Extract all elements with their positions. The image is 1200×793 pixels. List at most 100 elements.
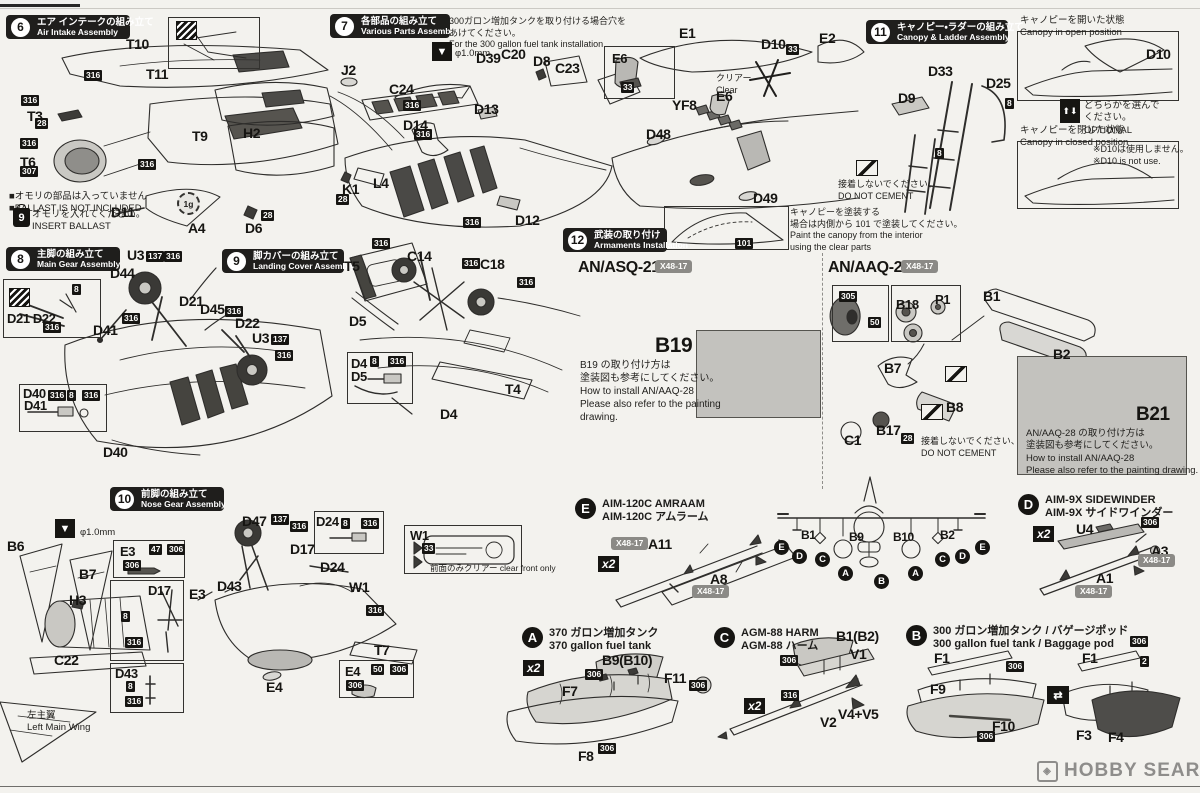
part-label: D40 xyxy=(103,444,128,460)
paint-code-badge: X48-17 xyxy=(692,585,730,598)
part-label: D45 xyxy=(200,301,225,317)
section-number: 9 xyxy=(225,249,248,273)
inset-box xyxy=(891,285,961,342)
color-number-badge: 316 xyxy=(403,100,422,111)
note-line: Paint the canopy from the interior xyxy=(790,230,923,241)
inset-box xyxy=(168,17,260,69)
art-main-gear xyxy=(14,267,333,456)
part-label: T7 xyxy=(374,642,390,658)
section-title-ja: 主脚の組み立て xyxy=(37,248,104,260)
part-label: J2 xyxy=(341,62,356,78)
note-line: ■BALLAST IS NOT INCLUDED xyxy=(9,203,142,215)
section-title-ja: 武装の取り付け xyxy=(594,229,661,241)
part-label: W1 xyxy=(349,579,370,595)
weapon-title: AIM-9X SIDEWINDER xyxy=(1045,494,1156,506)
section-title-en: Landing Cover Assembly xyxy=(253,260,355,271)
note-line: ください。 xyxy=(1084,112,1132,124)
section-number: 12 xyxy=(566,228,589,252)
ballast-weight-marker: 1g xyxy=(177,192,200,215)
color-number-badge: 28 xyxy=(261,210,275,221)
color-number-badge: 137 xyxy=(271,334,290,345)
inset-box xyxy=(1017,31,1179,101)
part-label: B17 xyxy=(876,422,901,438)
part-label: F4 xyxy=(1108,729,1124,745)
part-label: D24 xyxy=(316,514,339,529)
color-number-badge: 316 xyxy=(361,518,380,529)
section-number: 8 xyxy=(9,247,32,271)
part-label: U3 xyxy=(252,330,270,346)
part-label: L4 xyxy=(373,175,389,191)
color-number-badge: 137 xyxy=(271,514,290,525)
part-label: B8 xyxy=(946,399,964,415)
color-number-badge: 8 xyxy=(1005,98,1014,109)
note-line: INSERT BALLAST xyxy=(32,221,111,233)
color-number-badge: 316 xyxy=(125,696,144,707)
part-label: B9(B10) xyxy=(602,652,653,668)
part-label: C23 xyxy=(555,60,580,76)
part-label: F1 xyxy=(934,650,950,666)
section-number: 11 xyxy=(869,20,892,44)
station-letter-E: E xyxy=(774,540,789,555)
inset-box xyxy=(314,511,384,554)
station-letter-B: B xyxy=(874,574,889,589)
pe-icon xyxy=(176,21,197,40)
section-divider-dashed xyxy=(822,253,823,489)
part-label: YF8 xyxy=(672,97,697,113)
part-label: E2 xyxy=(819,30,836,46)
inset-box xyxy=(3,279,101,338)
note-text: ■オモリの部品は入っていません■BALLAST IS NOT INCLUDED xyxy=(9,191,147,216)
note-text: B19 の取り付け方は塗装図も参考にしてください。How to install … xyxy=(580,359,721,424)
part-label: F1 xyxy=(1082,650,1098,666)
note-line: DO NOT CEMENT xyxy=(838,190,914,201)
color-number-badge: 28 xyxy=(35,118,49,129)
weapon-title: 300 ガロン増加タンク / バゲージポッド xyxy=(933,625,1129,637)
color-number-badge: 316 xyxy=(84,70,103,81)
part-label: E1 xyxy=(679,25,696,41)
color-number-badge: 306 xyxy=(977,731,996,742)
note-line: Left Main Wing xyxy=(27,722,91,734)
part-label: E3 xyxy=(120,544,136,559)
color-number-badge: 101 xyxy=(735,238,754,249)
part-label: D10 xyxy=(1146,46,1171,62)
station-letter-A: A xyxy=(838,566,853,581)
color-number-badge: 2 xyxy=(1140,656,1149,667)
section-title-ja: 脚カバーの組み立て xyxy=(253,250,339,262)
hobby-search-watermark: ◈ HOBBY SEARCH xyxy=(1037,760,1200,782)
color-number-badge: 33 xyxy=(621,82,635,93)
color-number-badge: 316 xyxy=(48,390,67,401)
part-label: B7 xyxy=(884,360,902,376)
art-agm88 xyxy=(717,637,875,740)
art-aim9x xyxy=(1039,523,1161,596)
art-air-intake xyxy=(53,25,339,227)
color-number-badge: 316 xyxy=(43,322,62,333)
note-line: using the clear parts xyxy=(790,242,872,253)
station-letter-C: C xyxy=(935,552,950,567)
section-title-en: Armaments Installation xyxy=(594,239,688,250)
inset-box xyxy=(110,580,184,661)
part-label: D44 xyxy=(110,265,135,281)
inset-box xyxy=(404,525,522,574)
color-number-badge: 306 xyxy=(167,544,186,555)
note-text: 接着しないでください、DO NOT CEMENT xyxy=(838,179,937,202)
color-number-badge: 8 xyxy=(121,611,130,622)
note-text: どちらかを選んでください。OPTIONAL xyxy=(1084,100,1160,137)
color-number-badge: 316 xyxy=(82,390,101,401)
station-letter-D: D xyxy=(955,549,970,564)
scan-edge-line xyxy=(0,8,1200,9)
color-number-badge: 306 xyxy=(689,680,708,691)
part-label: H3 xyxy=(69,592,87,608)
note-line: drawing. xyxy=(580,412,618,423)
quantity-multiplier: x2 xyxy=(598,556,620,572)
art-370-tank xyxy=(506,653,712,745)
note-text: AN/AAQ-28 の取り付け方は塗装図も参考にしてください。How to in… xyxy=(1026,428,1198,477)
part-label: B21 xyxy=(1136,404,1170,425)
bottom-rule xyxy=(0,786,1200,787)
